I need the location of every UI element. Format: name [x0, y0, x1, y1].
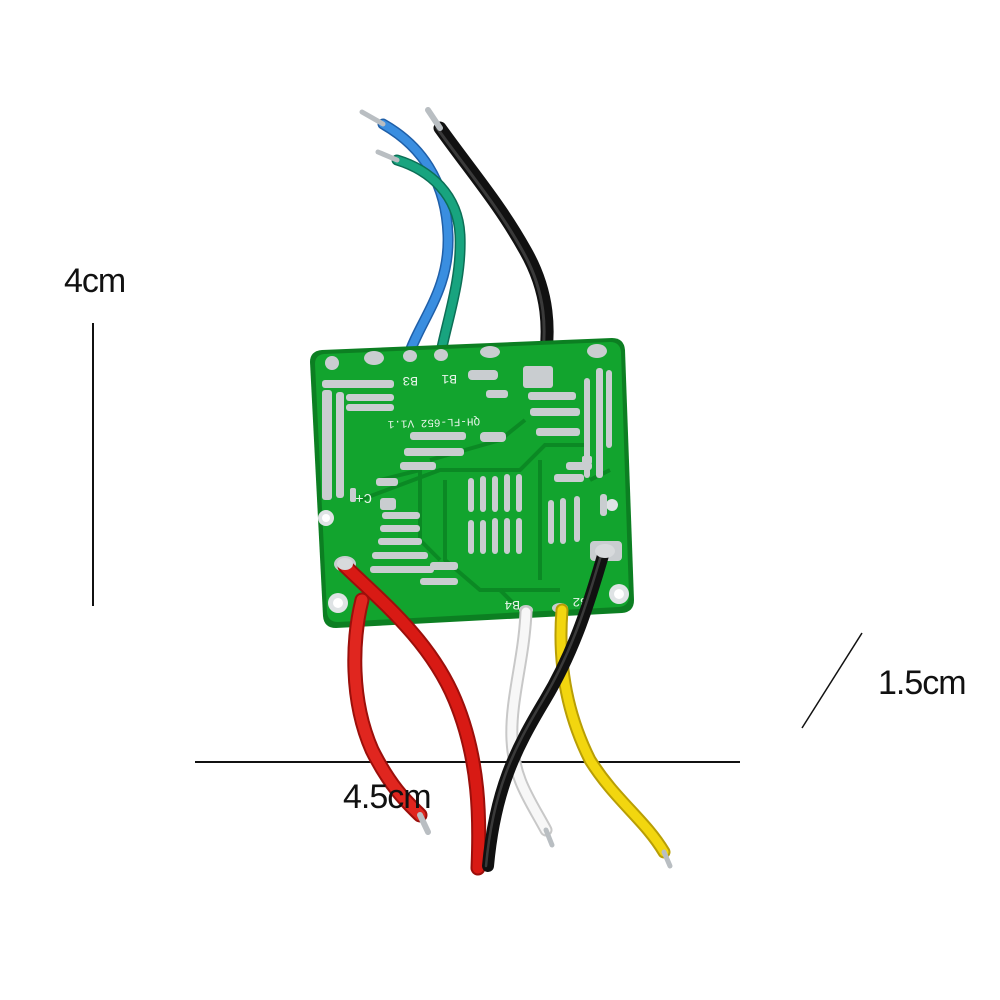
depth-dimension-label: 1.5cm [878, 664, 967, 702]
silk-model: QH-FL-652 V1.1 [387, 414, 480, 429]
silk-b1: B1 [441, 371, 457, 386]
black-wire-top [433, 121, 554, 385]
silk-b3: B3 [402, 373, 418, 388]
pcb-board [310, 338, 634, 628]
height-dimension-label: 4cm [64, 262, 126, 300]
silk-b4: B4 [504, 597, 520, 612]
bottom-wires [337, 544, 673, 876]
width-dimension-label: 4.5cm [343, 778, 432, 816]
silk-c-plus: C+ [355, 489, 372, 505]
black-wire-bottom [482, 546, 610, 872]
depth-dimension-line [801, 632, 863, 729]
mount-hole-right [606, 499, 618, 511]
top-wires [359, 107, 554, 385]
